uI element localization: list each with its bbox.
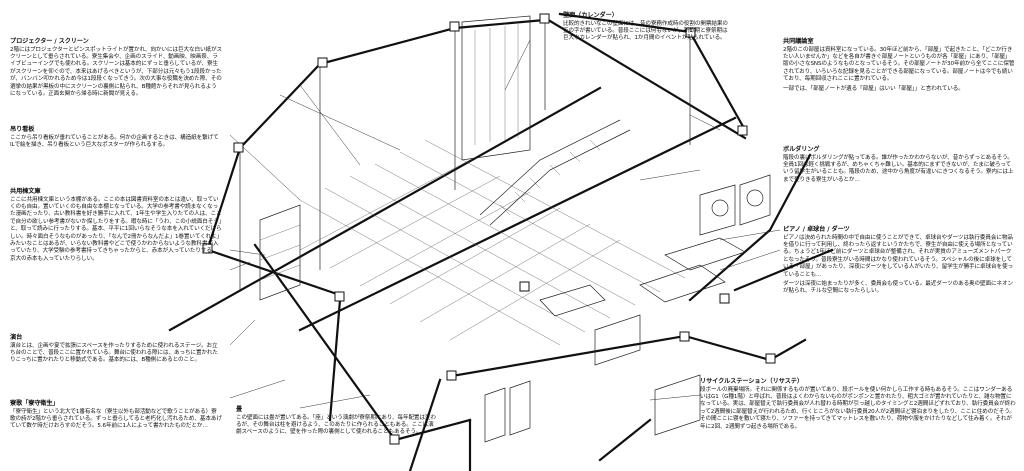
ping-pong-tables (639, 237, 746, 303)
note-body: 階段の裏にボルダリングが貼ってある。誰が作ったかわからないが、昔からずっとあるそ… (783, 154, 1014, 183)
note-wall-board: 畳 この壁面には畳が置いてある。「座」という演劇が寮祭期にあり、毎年配置は変わる… (236, 406, 436, 437)
note-bouldering: ボルダリング 階段の裏にボルダリングが貼ってある。誰が作ったかわからないが、昔か… (783, 146, 1015, 184)
note-title: 演台 (10, 334, 23, 341)
note-tail: ダーツは深夜に始まったりが多く、委員会も使っている。最近ダーツのある奥の壁面にネ… (783, 281, 1014, 295)
column-markers (202, 13, 776, 445)
note-body: ここに共用棟文庫という本棚がある。ここの本は図書資料室の本とは違い、取っていくの… (10, 196, 222, 262)
structural-beams (168, 20, 737, 422)
note-body: ここから吊り看板が垂れていることがある。何かの企画するときは、構造紙を繋げてIL… (10, 134, 219, 148)
hanging-banner (461, 15, 531, 161)
note-title: プロジェクター / スクリーン (10, 38, 89, 45)
note-title: 共同議論室 (783, 38, 814, 45)
note-title: ピアノ / 卓球台 / ダーツ (783, 226, 850, 233)
note-title: リサイクルステーション（リサステ） (700, 378, 803, 385)
piano-darts-area (539, 174, 771, 366)
note-body: この壁面には畳が置いてある。「座」という演劇が寮祭期にあり、毎年配置は変わるが、… (236, 414, 436, 436)
bookshelf (259, 204, 301, 301)
note-tail: 一部では、「部屋ノートが遺る「部屋」はいい「部屋」」と言われている。 (783, 85, 964, 92)
note-meeting-room: 共同議論室 2階のこの部屋は資料室になっている。30年ほど前から、「部屋」で起き… (783, 38, 1015, 93)
note-body: 「寮守衛生」という北大で1番有名な（寮生以外も部活動などで歌うことがある）寮歌の… (10, 408, 222, 430)
note-hanging-sign: 吊り看板 ここから吊り看板が垂れていることがある。何かの企画するときは、構造紙を… (10, 126, 222, 149)
note-title: 畳 (236, 406, 243, 413)
note-stage: 演台 演台とは、企画や宴で拡張にスペースを作ったりするために使われるステージ。お… (10, 334, 222, 365)
note-piano: ピアノ / 卓球台 / ダーツ ピアノは決められた時間の中で自由に使うことができ… (783, 226, 1015, 296)
staircase (479, 119, 631, 226)
note-body: 比較的きれいなこの壁面には、昔の寮務作成時の役割の開票結果の正の字が書いている。… (563, 20, 728, 42)
note-title: 寮歌「寮守衛生」 (10, 400, 59, 407)
recycle-bins (484, 374, 701, 443)
note-body: 演台とは、企画や宴で拡張にスペースを作ったりするために使われるステージ。お立ち台… (10, 342, 218, 364)
note-body: ピアノは決められた時間の中で自由に使うことができて、卓球台やダーツは執行委員会に… (783, 234, 1014, 278)
note-bookshelf: 共用棟文庫 ここに共用棟文庫という本棚がある。ここの本は図書資料室の本とは違い、… (10, 188, 222, 263)
note-body: 段ボールの廃棄場所。それに関係するものが置いてあり、段ボールを使い何かしら工作す… (700, 386, 1016, 430)
note-scarecrow: 寮歌「寮守衛生」 「寮守衛生」という北大で1番有名な（寮生以外も部活動などで歌う… (10, 400, 222, 431)
note-body: 2階のこの部屋は資料室になっている。30年ほど前から、「部屋」で起きたこと、「ど… (783, 46, 1015, 83)
note-title: 共用棟文庫 (10, 188, 41, 195)
note-title: 吊り看板 (10, 126, 35, 133)
note-body: 2階にはプロジェクターとピンスポットライトが置かれ、向かいには巨大な白い紙がスク… (10, 46, 222, 98)
note-recycle: リサイクルステーション（リサステ） 段ボールの廃棄場所。それに関係するものが置い… (700, 378, 1016, 431)
floor-grid (299, 139, 686, 346)
note-calendar: 壁面（カレンダー） 比較的きれいなこの壁面には、昔の寮務作成時の役割の開票結果の… (563, 12, 728, 43)
note-title: ボルダリング (783, 146, 820, 153)
note-projector: プロジェクター / スクリーン 2階にはプロジェクターとピンスポットライトが置か… (10, 38, 222, 98)
note-title: 壁面（カレンダー） (563, 12, 618, 19)
